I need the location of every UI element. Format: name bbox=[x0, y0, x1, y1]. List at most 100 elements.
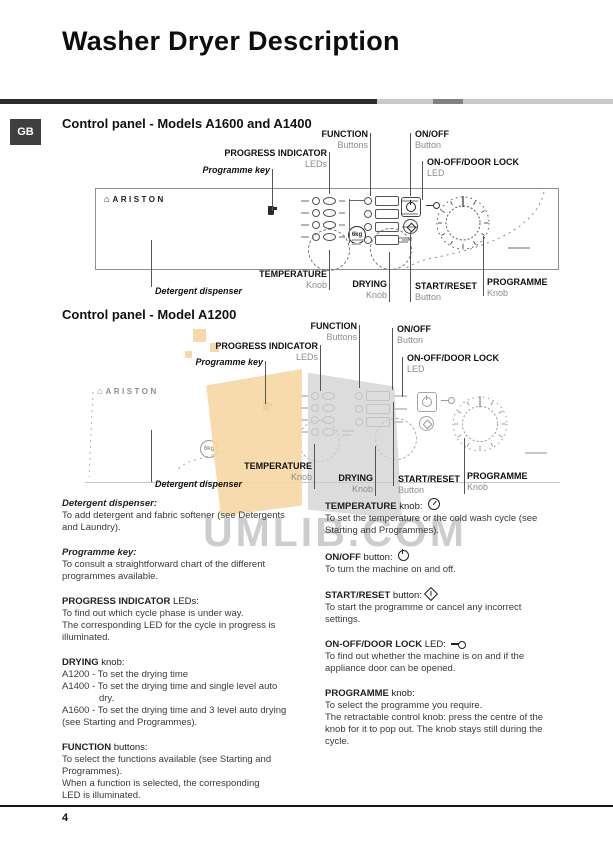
function-button bbox=[375, 196, 399, 206]
section-title: ON-OFF/DOOR LOCK LED: bbox=[325, 639, 577, 651]
right-text-column: TEMPERATURE knob: To set the temperature… bbox=[325, 498, 577, 761]
text-section-function: FUNCTION buttons: To select the function… bbox=[62, 742, 334, 802]
drying-knob bbox=[370, 228, 412, 270]
temperature-caption bbox=[352, 239, 364, 245]
ariston-logo: ⌂ARISTON bbox=[104, 194, 166, 204]
leader-line bbox=[464, 438, 465, 494]
house-icon: ⌂ bbox=[97, 386, 103, 396]
section-body: To add detergent and fabric softener (se… bbox=[62, 510, 334, 534]
watermark-book-left bbox=[206, 369, 302, 516]
section-heading-a1200: Control panel - Model A1200 bbox=[62, 307, 237, 322]
house-icon: ⌂ bbox=[104, 194, 110, 204]
text-line: LED is illuminated. bbox=[62, 790, 141, 801]
power-icon bbox=[397, 549, 409, 561]
leader-line bbox=[320, 345, 321, 391]
led-connector-line bbox=[349, 200, 364, 201]
text-line: To find out whether the machine is on an… bbox=[325, 651, 525, 662]
led-indicator bbox=[323, 197, 336, 205]
section-title: PROGRAMME knob: bbox=[325, 688, 415, 699]
section-title: PROGRESS INDICATOR LEDs: bbox=[62, 596, 199, 607]
leader-line bbox=[402, 357, 403, 397]
watermark-book-right bbox=[307, 372, 402, 519]
leader-line bbox=[329, 250, 330, 290]
led-indicator bbox=[323, 209, 336, 217]
footer-rule bbox=[0, 805, 613, 807]
leader-line bbox=[422, 161, 423, 200]
callout-detergent: Detergent dispenser bbox=[155, 479, 243, 489]
power-icon bbox=[422, 395, 432, 407]
watermark-square bbox=[185, 351, 192, 358]
text-section-drying: DRYING knob: A1200 - To set the drying t… bbox=[62, 657, 334, 729]
text-line: A1200 - To set the drying time bbox=[62, 669, 189, 680]
section-body: To start the programme or cancel any inc… bbox=[325, 602, 577, 626]
leader-line bbox=[265, 361, 266, 404]
function-button bbox=[375, 209, 399, 219]
text-line: When a function is selected, the corresp… bbox=[62, 778, 260, 789]
text-section-startreset: START/RESET button: To start the program… bbox=[325, 586, 577, 626]
section-body: To find out which cycle phase is under w… bbox=[62, 608, 334, 644]
text-line: The retractable control knob: press the … bbox=[325, 712, 544, 723]
power-button bbox=[417, 392, 437, 412]
leader-line bbox=[314, 444, 315, 489]
text-line: and Laundry). bbox=[62, 522, 121, 533]
text-line: To consult a straightforward chart of th… bbox=[62, 559, 266, 570]
text-line: dry. bbox=[62, 693, 115, 704]
programme-key-icon bbox=[268, 206, 277, 215]
text-line: To set the temperature or the cold wash … bbox=[325, 513, 538, 524]
section-title: DRYING knob: bbox=[62, 657, 125, 668]
start-reset-icon bbox=[406, 222, 416, 232]
text-section-programme-key: Programme key: To consult a straightforw… bbox=[62, 547, 334, 583]
text-line: cycle. bbox=[325, 736, 350, 747]
callout-programme-key: Programme key bbox=[202, 165, 270, 175]
function-button-row bbox=[364, 208, 418, 220]
programme-dial bbox=[436, 196, 490, 250]
text-line: To turn the machine on and off. bbox=[325, 564, 456, 575]
text-line: programmes available. bbox=[62, 571, 159, 582]
section-body: To select the programme you require.The … bbox=[325, 700, 577, 748]
text-line: To select the programme you require. bbox=[325, 700, 483, 711]
section-body: To turn the machine on and off. bbox=[325, 564, 577, 576]
header-rule-dark-segment bbox=[0, 99, 377, 104]
section-heading-a1600: Control panel - Models A1600 and A1400 bbox=[62, 116, 312, 131]
progress-led-row bbox=[301, 195, 345, 207]
page-title: Washer Dryer Description bbox=[62, 26, 400, 56]
text-section-onoff: ON/OFF button: To turn the machine on an… bbox=[325, 549, 577, 576]
ariston-logo: ⌂ARISTON bbox=[97, 386, 159, 396]
thermostat-icon bbox=[427, 498, 440, 510]
language-badge: GB bbox=[10, 119, 41, 145]
leader-line bbox=[393, 402, 394, 486]
start-reset-icon bbox=[422, 419, 432, 429]
led-bracket-line bbox=[349, 199, 350, 243]
text-line: To find out which cycle phase is under w… bbox=[62, 608, 244, 619]
header-rule-mid-segment bbox=[433, 99, 463, 104]
start-reset-icon bbox=[423, 586, 439, 602]
text-section-doorlock: ON-OFF/DOOR LOCK LED: To find out whethe… bbox=[325, 639, 577, 675]
section-title: Detergent dispenser: bbox=[62, 498, 158, 509]
led-indicator bbox=[323, 221, 336, 229]
programme-dial bbox=[452, 396, 508, 452]
leader-line bbox=[392, 328, 393, 390]
text-line: To add detergent and fabric softener (se… bbox=[62, 510, 285, 521]
leader-line bbox=[375, 446, 376, 496]
watermark-text: UMLIB.COM bbox=[203, 509, 467, 555]
text-section-programme: PROGRAMME knob: To select the programme … bbox=[325, 688, 577, 748]
text-section-progress: PROGRESS INDICATOR LEDs: To find out whi… bbox=[62, 596, 334, 644]
text-line: (see Starting and Programmes). bbox=[62, 717, 198, 728]
text-line: To select the functions available (see S… bbox=[62, 754, 272, 765]
text-line: illuminated. bbox=[62, 632, 111, 643]
leader-line bbox=[410, 133, 411, 196]
leader-line bbox=[272, 169, 273, 211]
